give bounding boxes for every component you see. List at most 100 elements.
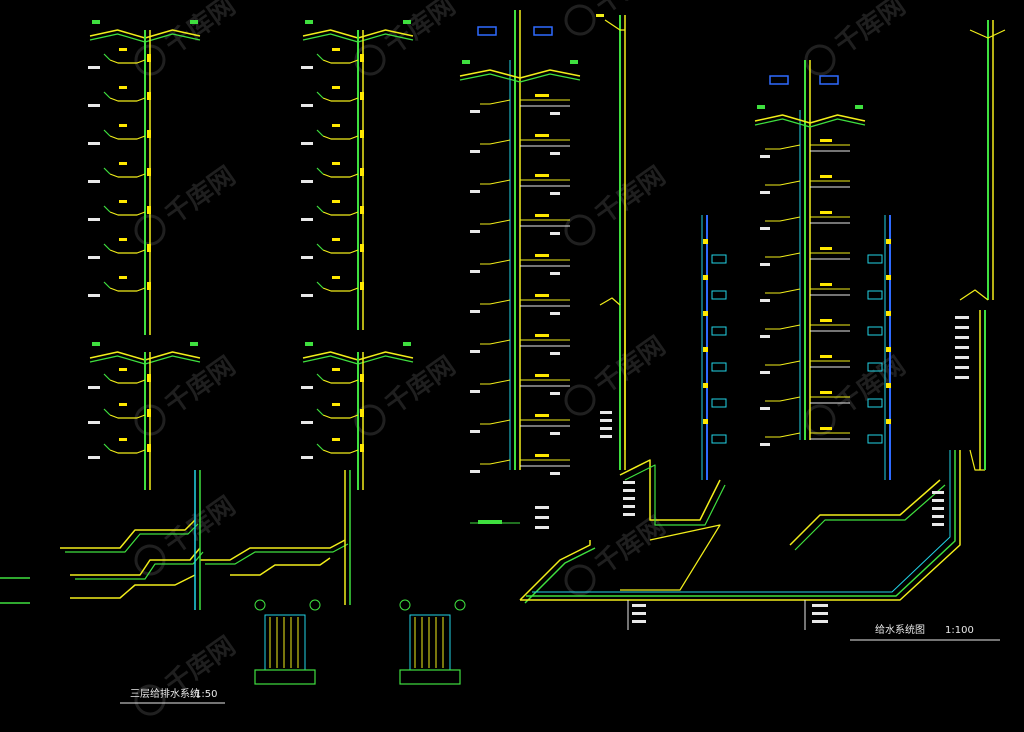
watermark-text: 千库网 [590, 161, 671, 230]
branch-pipe [765, 396, 801, 402]
riser-pipe [969, 29, 1006, 39]
annotation-text-mark [535, 526, 549, 529]
annotation-text-mark [550, 472, 560, 475]
branch-pipe [480, 299, 511, 305]
watermark-text: 千库网 [830, 351, 911, 420]
valve-icon [360, 92, 364, 100]
annotation-text-mark [535, 516, 549, 519]
header-pipe [524, 547, 596, 604]
watermark-logo-icon [564, 384, 596, 416]
watermark-text: 千库网 [590, 331, 671, 400]
annotation-text-mark [550, 232, 560, 235]
annotation-text-mark [88, 256, 100, 259]
watermark-logo-icon [134, 404, 166, 436]
watermark-text: 千库网 [830, 0, 911, 60]
annotation-text-mark [470, 270, 480, 273]
branch-pipe [322, 59, 359, 64]
annotation-text-mark [623, 513, 635, 516]
valve-icon [703, 275, 708, 280]
fixture-box-icon [867, 254, 883, 264]
branch-pipe [316, 53, 324, 61]
branch-pipe [316, 408, 324, 416]
header-pipe [619, 459, 721, 521]
annotation-text-mark [760, 443, 770, 446]
pipe-network [0, 10, 1006, 630]
watermark-logo-icon [134, 214, 166, 246]
main-pipe [532, 450, 951, 593]
vent-cap-icon [403, 342, 411, 346]
branch-pipe [959, 289, 989, 301]
watermark-logo-icon [564, 214, 596, 246]
valve-icon [147, 206, 151, 214]
branch-pipe [316, 167, 324, 175]
right-scale: 1:100 [945, 625, 974, 636]
annotation-text-mark [470, 390, 480, 393]
annotation-text-mark [820, 175, 832, 178]
annotation-text-mark [550, 152, 560, 155]
watermark: 千库网 [134, 0, 241, 76]
section-marker-icon [309, 599, 321, 611]
annotation-text-mark [820, 283, 832, 286]
branch-pipe [322, 287, 359, 292]
annotation-text-mark [88, 142, 100, 145]
vent-cap-icon [92, 20, 100, 24]
annotation-text-mark [550, 352, 560, 355]
detail-base [399, 669, 461, 685]
valve-icon [147, 282, 151, 290]
annotation-text-mark [535, 134, 549, 137]
left-scale: 1:50 [195, 689, 217, 700]
header-pipe [70, 547, 201, 576]
header-pipe [60, 519, 196, 549]
watermark-logo-icon [134, 44, 166, 76]
fixture-box-icon [711, 254, 727, 264]
header-pipe [789, 479, 941, 546]
valve-icon [360, 130, 364, 138]
watermark-text: 千库网 [590, 0, 671, 20]
annotation-text-mark [550, 312, 560, 315]
valve-icon [886, 347, 891, 352]
left-title-block: 三层给排水系统 1:50 [120, 687, 225, 704]
header-pipe [205, 543, 349, 565]
header-pipe [65, 523, 199, 553]
left-title: 三层给排水系统 [130, 687, 200, 700]
annotation-text-mark [955, 366, 969, 369]
annotation-text-mark [88, 218, 100, 221]
annotation-text-mark [535, 414, 549, 417]
valve-icon [360, 206, 364, 214]
fixture-box-icon [711, 434, 727, 444]
fixture-layer [88, 14, 969, 685]
valve-icon [360, 444, 364, 452]
annotation-text-mark [632, 612, 646, 615]
annotation-text-mark [88, 180, 100, 183]
annotation-text-mark [812, 612, 828, 615]
watermark: 千库网 [134, 631, 241, 716]
watermark-layer: 千库网千库网千库网千库网千库网千库网千库网千库网千库网千库网千库网千库网千库网 [134, 0, 911, 716]
branch-pipe [316, 443, 324, 451]
branch-pipe [969, 449, 985, 471]
annotation-text-mark [470, 230, 480, 233]
branch-pipe [480, 459, 511, 465]
annotation-text-mark [955, 346, 969, 349]
annotation-text-mark [820, 139, 832, 142]
annotation-text-mark [535, 94, 549, 97]
annotation-text-mark [119, 368, 127, 371]
valve-icon [147, 374, 151, 382]
roof-vent [459, 73, 581, 83]
branch-pipe [316, 91, 324, 99]
annotation-text-mark [88, 386, 100, 389]
annotation-text-mark [760, 371, 770, 374]
valve-icon [147, 130, 151, 138]
annotation-text-mark [760, 407, 770, 410]
branch-pipe [480, 339, 511, 345]
valve-icon [360, 244, 364, 252]
annotation-text-mark [332, 200, 340, 203]
branch-pipe [765, 216, 801, 222]
vent-cap-icon [305, 20, 313, 24]
valve-icon [703, 419, 708, 424]
annotation-text-mark [812, 604, 828, 607]
vent-cap-icon [403, 20, 411, 24]
vent-cap-icon [92, 342, 100, 346]
watermark-logo-icon [804, 44, 836, 76]
watermark: 千库网 [804, 0, 911, 76]
annotation-text-mark [932, 515, 944, 518]
